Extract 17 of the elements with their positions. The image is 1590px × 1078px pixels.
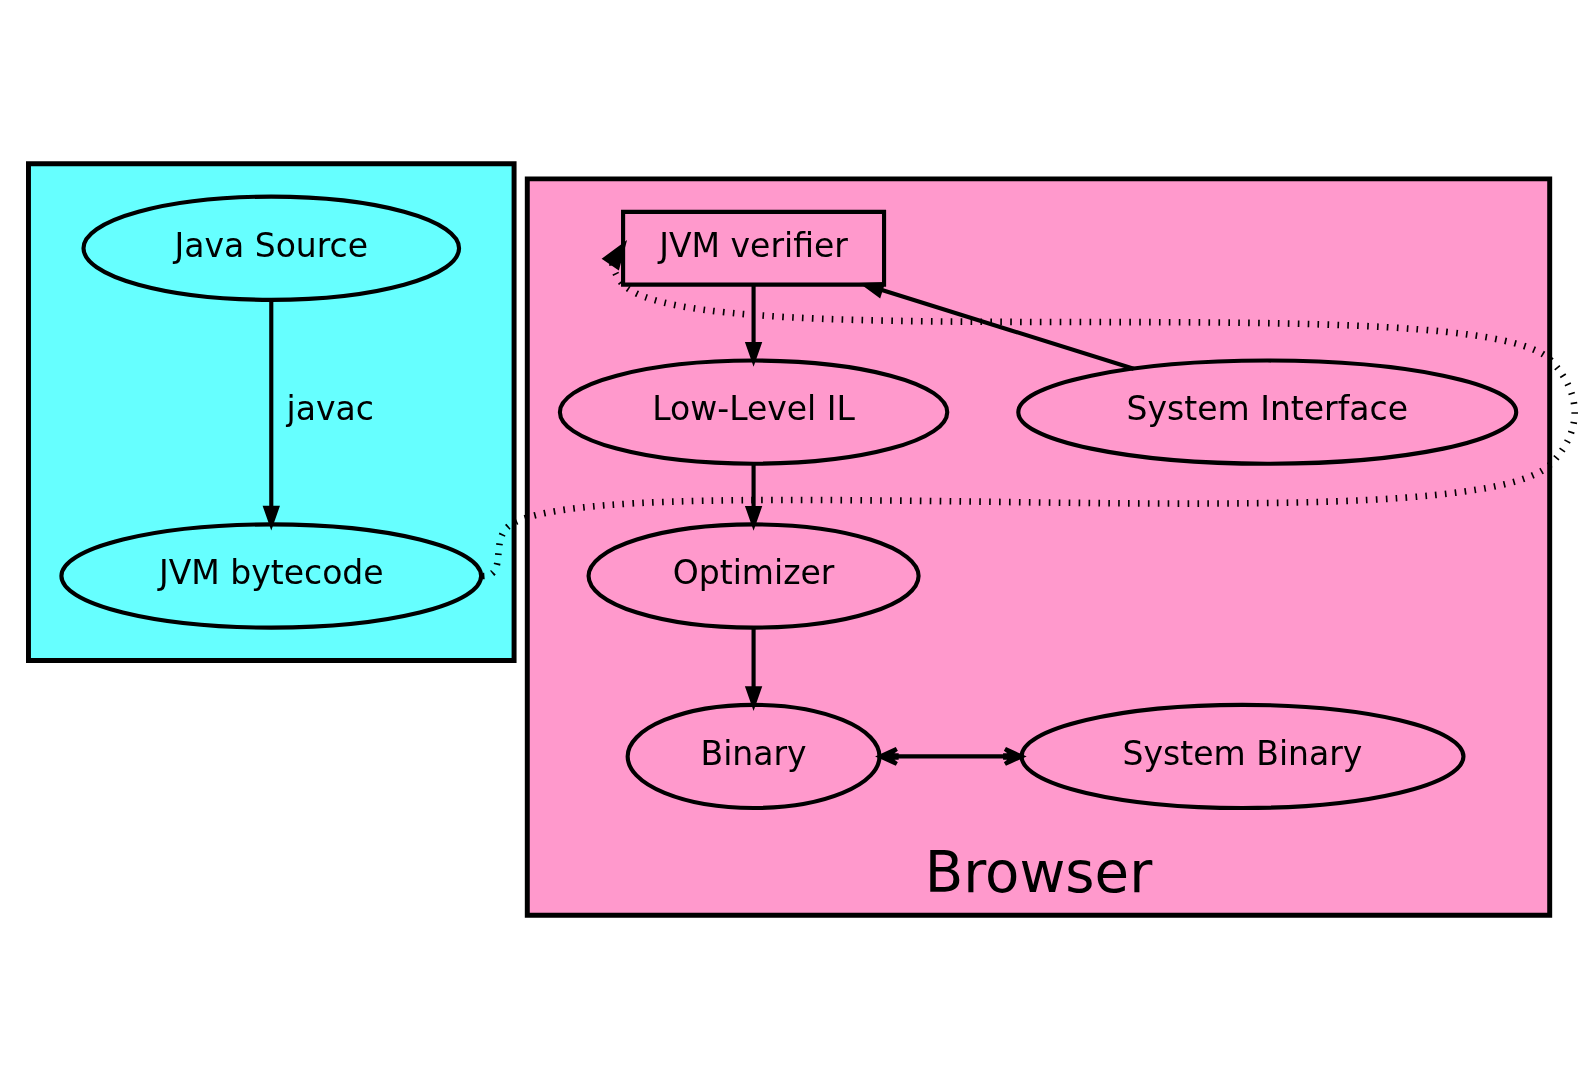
node-ellipse: System Interface [1016, 358, 1519, 466]
arrow [262, 299, 280, 531]
node-ellipse: Optimizer [586, 521, 921, 630]
node-box: JVM verifier [621, 209, 887, 287]
arrow [744, 284, 763, 367]
cluster [26, 160, 517, 663]
arrow [744, 463, 763, 531]
arrow [859, 281, 1135, 371]
node-ellipse: Java Source [81, 194, 462, 302]
arrow [744, 627, 763, 711]
node-ellipse: Binary [625, 702, 882, 810]
node-ellipse: Low-Level IL [557, 358, 950, 466]
node-ellipse: System Binary [1019, 702, 1466, 810]
edge-label: javac [286, 388, 374, 428]
node-ellipse: JVM bytecode [59, 521, 484, 630]
arrow [878, 746, 1024, 766]
arrow [480, 239, 1578, 578]
